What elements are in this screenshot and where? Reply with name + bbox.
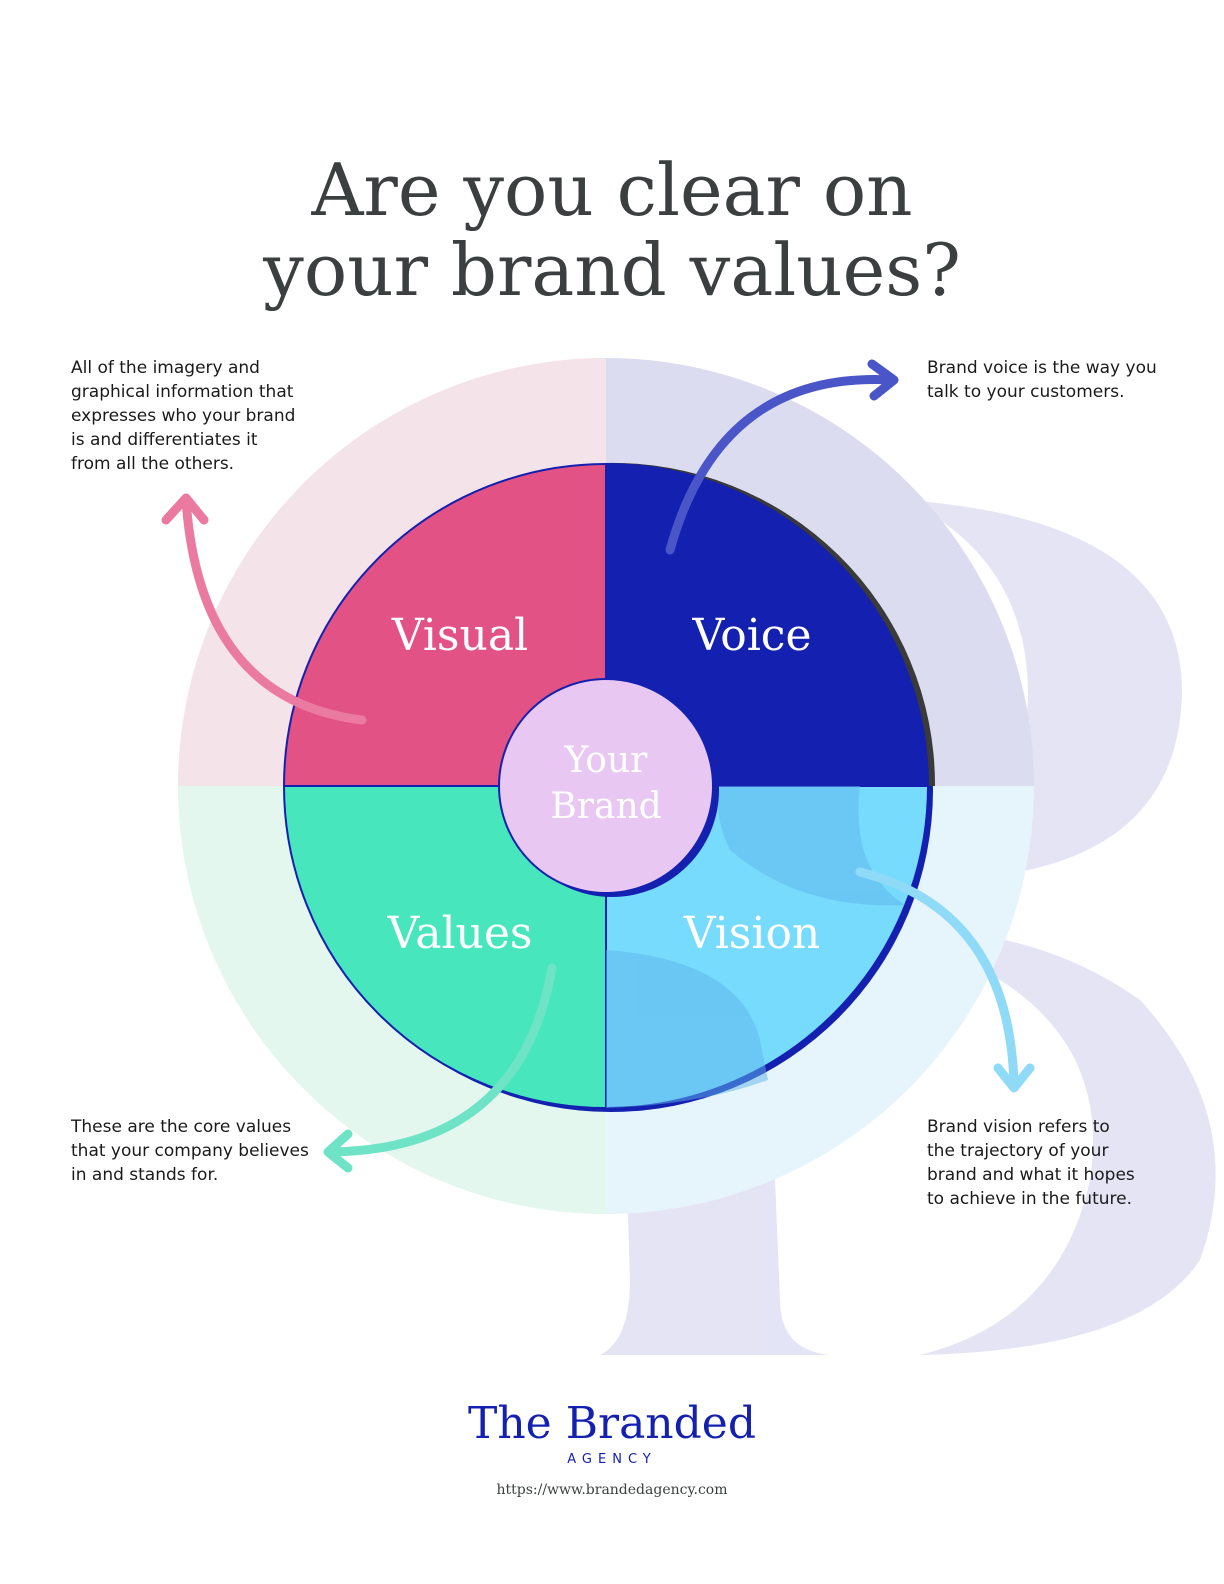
vision-description: Brand vision refers to the trajectory of… <box>927 1117 1135 1209</box>
voice-arrow <box>665 359 899 555</box>
values-quadrant[interactable] <box>284 786 606 1108</box>
voice-label: Voice <box>692 610 812 661</box>
website-url[interactable]: https://www.brandedagency.com <box>496 1482 728 1498</box>
title-line-2: your brand values? <box>263 228 961 312</box>
voice-description: Brand voice is the way you talk to your … <box>927 358 1157 402</box>
brand-logo: The Branded <box>467 1398 757 1449</box>
values-arrow <box>323 963 557 1173</box>
visual-description: All of the imagery and graphical informa… <box>71 358 296 474</box>
title-line-1: Are you clear on <box>311 148 913 232</box>
brand-logo-subtitle: AGENCY <box>567 1452 657 1467</box>
visual-label: Visual <box>391 610 528 661</box>
visual-arrow <box>161 493 367 725</box>
values-description: These are the core values that your comp… <box>71 1117 309 1185</box>
values-label: Values <box>387 908 533 959</box>
center-circle[interactable] <box>498 678 714 894</box>
page-title: Are you clear on your brand values? <box>0 150 1224 310</box>
voice-quadrant[interactable] <box>606 464 928 786</box>
center-label-line1: Your <box>564 740 648 781</box>
visual-quadrant[interactable] <box>284 464 606 786</box>
vision-label: Vision <box>683 908 821 959</box>
center-label-line2: Brand <box>550 786 661 827</box>
vision-arrow <box>855 867 1035 1093</box>
